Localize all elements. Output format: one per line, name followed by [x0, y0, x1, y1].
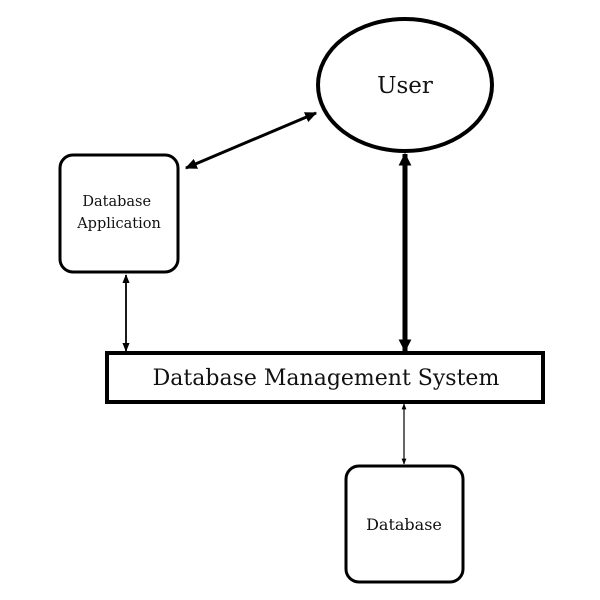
database-box	[344, 464, 465, 584]
database-application-box	[58, 153, 180, 274]
database-label: Database	[366, 515, 442, 534]
node-database-application: Database Application	[58, 153, 180, 274]
database-application-label-line-1: Database	[82, 194, 151, 210]
database-application-label-line-2: Application	[76, 216, 161, 232]
dbms-box	[105, 351, 545, 404]
node-user: User	[316, 17, 494, 153]
user-ellipse	[316, 17, 494, 153]
user-label: User	[377, 73, 433, 99]
database-application-label: Database Application	[76, 194, 161, 232]
node-database: Database	[344, 464, 465, 584]
node-dbms: Database Management System	[105, 351, 545, 404]
dbms-label: Database Management System	[153, 366, 500, 391]
edge-application-user-arrow	[184, 111, 318, 170]
